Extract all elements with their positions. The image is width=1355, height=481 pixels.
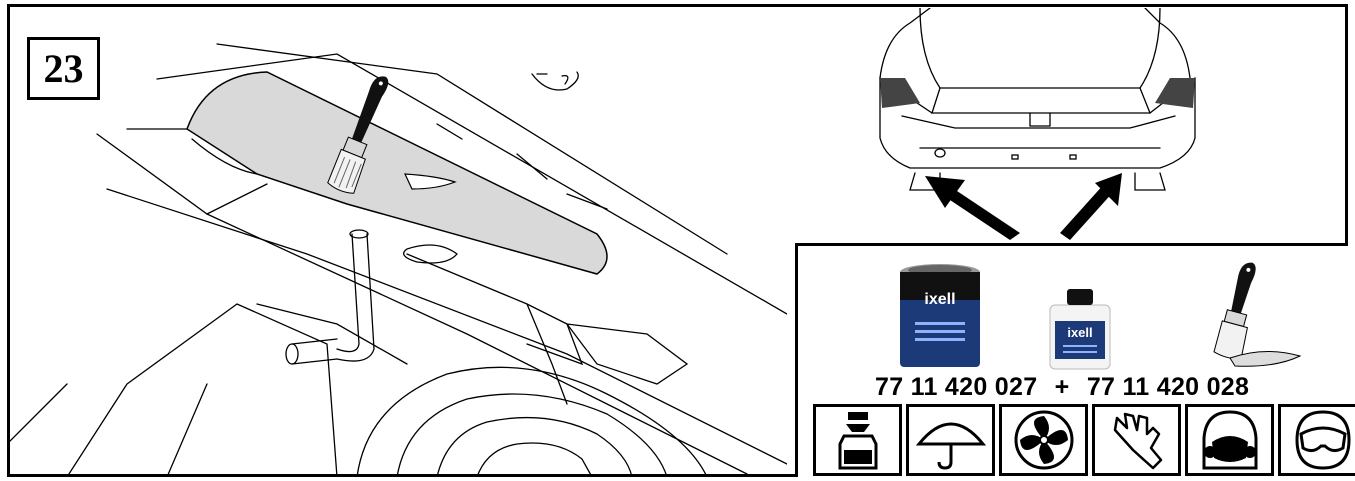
arrow-right-icon bbox=[1060, 173, 1122, 240]
paintbrush-icon bbox=[1213, 262, 1302, 367]
rear-car-view bbox=[879, 8, 1196, 240]
product-2-brand: ixell bbox=[1067, 325, 1092, 340]
product-2-can: ixell bbox=[1049, 289, 1111, 370]
keep-dry-icon bbox=[906, 404, 995, 476]
gloves-icon bbox=[1092, 404, 1181, 476]
safety-icons-row bbox=[813, 404, 1355, 476]
product-1-can: ixell bbox=[900, 264, 980, 367]
respirator-mask-icon bbox=[1185, 404, 1274, 476]
reference-separator: + bbox=[1054, 373, 1070, 401]
ventilation-fan-icon bbox=[999, 404, 1088, 476]
product-1-brand: ixell bbox=[924, 291, 955, 308]
shake-container-icon bbox=[813, 404, 902, 476]
product-2-reference: 77 11 420 028 bbox=[1086, 373, 1250, 401]
product-1-reference: 77 11 420 027 bbox=[875, 373, 1038, 401]
step-number: 23 bbox=[43, 46, 84, 91]
paintbrush-icon bbox=[327, 76, 389, 194]
arrow-left-icon bbox=[925, 176, 1020, 240]
product-references: 77 11 420 027 + 77 11 420 028 bbox=[875, 373, 1249, 402]
safety-goggles-icon bbox=[1278, 404, 1355, 476]
sill-panel-drawing bbox=[7, 43, 787, 477]
step-number-box: 23 bbox=[27, 37, 100, 100]
